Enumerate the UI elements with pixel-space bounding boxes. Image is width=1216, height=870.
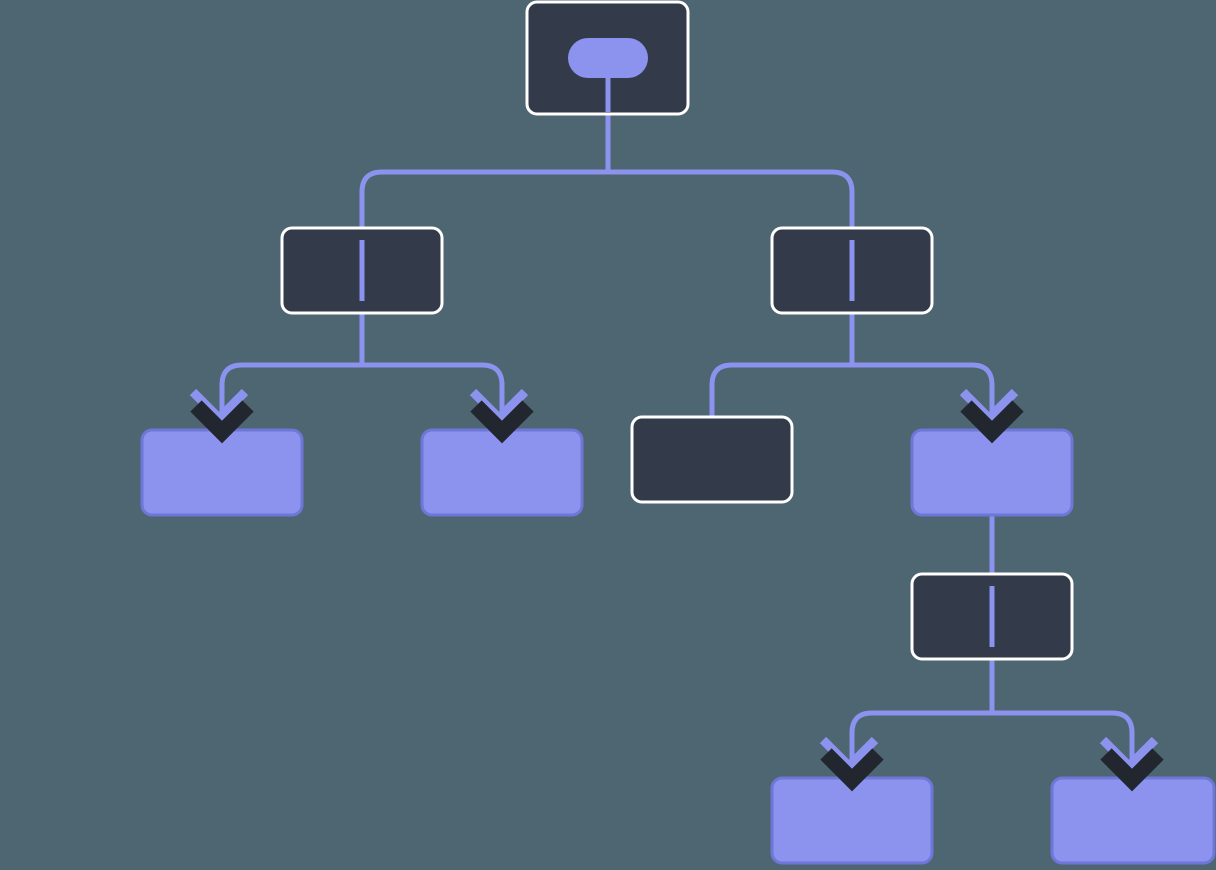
arrowhead-arrow-leaf-1 — [189, 388, 254, 444]
edge-edge-root-to-level1-left — [359, 169, 608, 270]
node-level1-left[interactable] — [280, 226, 444, 315]
arrowheads-layer — [189, 388, 1164, 792]
nodes-layer — [140, 0, 1216, 865]
edge-edge-level1-left-to-leaf-1 — [219, 362, 362, 432]
node-level3-dark[interactable] — [910, 572, 1074, 661]
node-root[interactable] — [525, 0, 690, 116]
chevron-front-arrow-leaf-2 — [470, 400, 534, 444]
node-leaf-4[interactable] — [1050, 776, 1216, 865]
edge-edge-level1-right-to-level2-purple — [852, 362, 995, 432]
edge-edge-level3-to-leaf-4 — [992, 710, 1135, 780]
edge-edge-level3-to-leaf-3 — [849, 710, 992, 780]
edges-layer — [219, 105, 1135, 780]
node-body-level2-dark[interactable] — [630, 415, 794, 504]
arrowhead-arrow-leaf-3 — [819, 736, 884, 792]
node-pill-root — [568, 38, 648, 78]
chevron-front-arrow-level2-purple — [960, 400, 1024, 444]
chevron-front-arrow-leaf-3 — [820, 748, 884, 792]
node-body-leaf-4[interactable] — [1050, 776, 1216, 865]
edge-edge-level1-right-to-level2-dark — [709, 362, 852, 418]
arrowhead-arrow-leaf-2 — [469, 388, 534, 444]
chevron-front-arrow-leaf-4 — [1100, 748, 1164, 792]
node-level2-dark[interactable] — [630, 415, 794, 504]
chevron-front-arrow-leaf-1 — [190, 400, 254, 444]
arrowhead-arrow-leaf-4 — [1099, 736, 1164, 792]
edge-edge-root-to-level1-right — [608, 169, 855, 270]
edge-edge-level1-left-to-leaf-2 — [362, 362, 505, 432]
arrowhead-arrow-level2-purple — [959, 388, 1024, 444]
node-level1-right[interactable] — [770, 226, 934, 315]
